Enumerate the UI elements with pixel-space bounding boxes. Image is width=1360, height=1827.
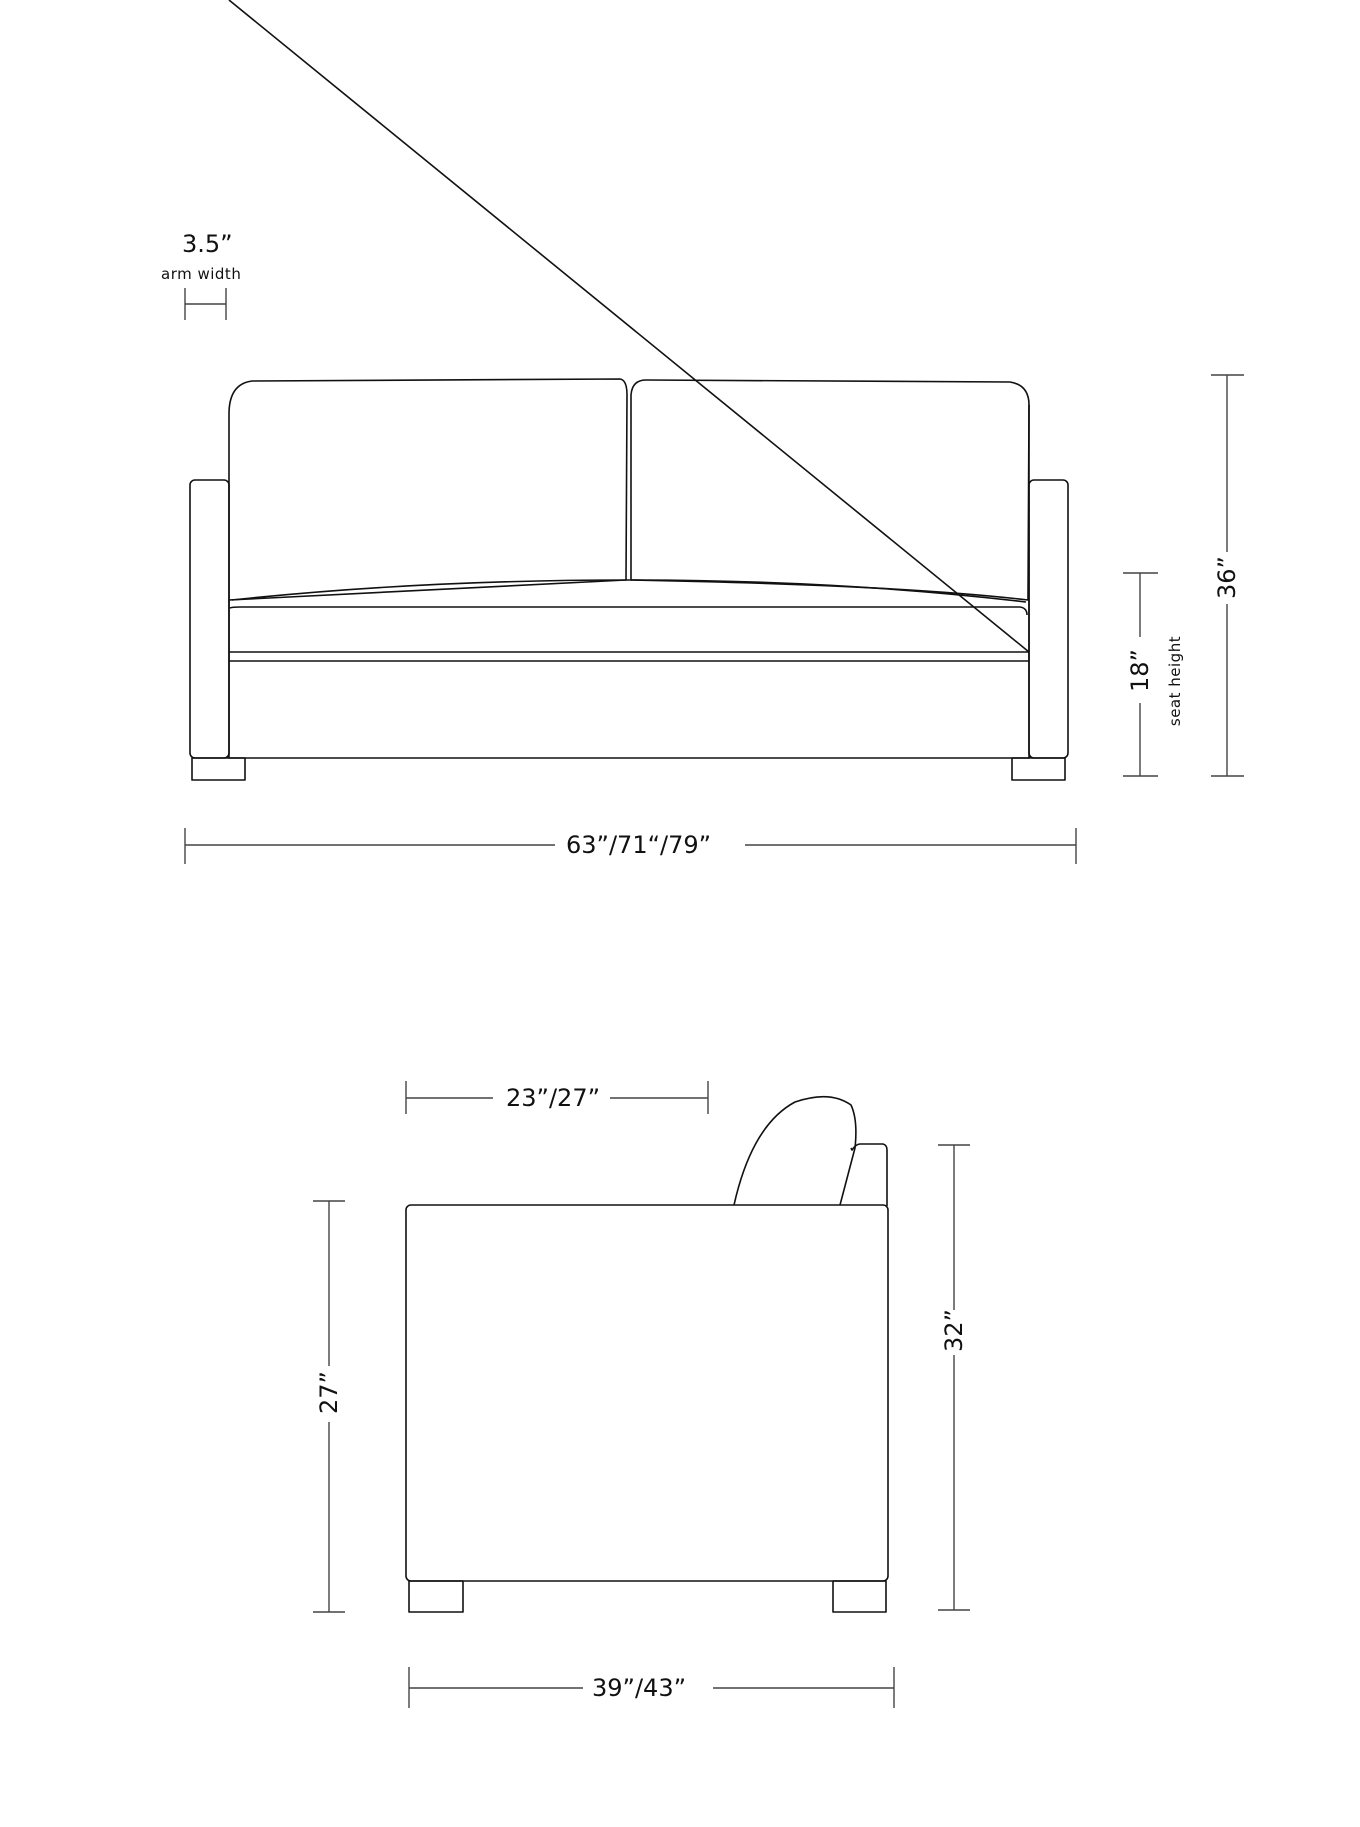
right-foot [1011,757,1066,781]
seat-height-value: 18” [1126,649,1154,692]
overall-depth-value: 39”/43” [592,1674,687,1702]
seat-cushion-top [231,579,1027,603]
overall-height-value: 36” [1213,556,1241,599]
arm-height-value: 27” [315,1371,343,1414]
left-arm [189,479,230,759]
left-back-cushion [228,378,628,601]
side-body [405,1204,889,1582]
left-foot [191,757,246,781]
seat-depth-dimension [405,1081,709,1114]
side-foot-front [408,1580,464,1613]
side-back-frame [850,1143,888,1206]
overall-width-value: 63”/71“/79” [566,831,712,859]
right-arm [1028,479,1069,759]
back-height-value: 32” [940,1309,968,1352]
arm-width-dimension [184,288,227,320]
side-back-cushion [733,1095,857,1206]
back-height-dimension [938,1144,970,1611]
arm-width-label: arm width [161,265,242,283]
seat-height-dimension [1123,572,1158,777]
side-foot-back [832,1580,887,1613]
seat-depth-value: 23”/27” [506,1084,601,1112]
right-back-cushion [630,379,1030,601]
arm-width-value: 3.5” [182,230,233,258]
overall-depth-dimension [408,1667,895,1708]
side-view-sofa [405,1095,889,1613]
seat-height-label: seat height [1166,635,1184,727]
front-view-sofa [189,0,1069,781]
overall-height-dimension [1211,374,1244,777]
arm-height-dimension [313,1200,345,1613]
overall-width-dimension [184,828,1077,864]
